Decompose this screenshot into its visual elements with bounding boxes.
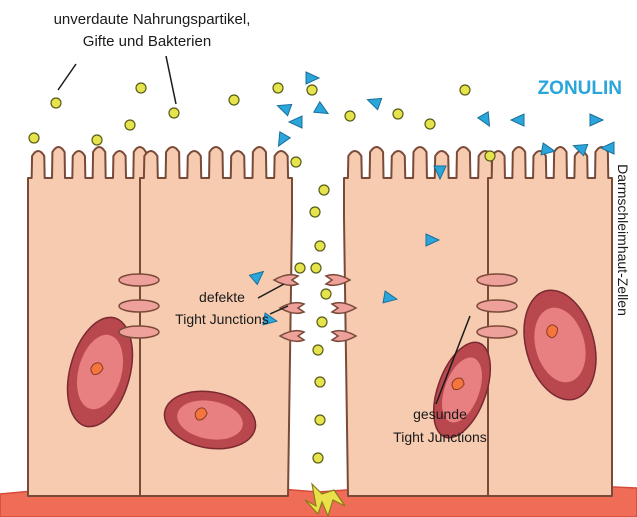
particle-25 <box>313 453 323 463</box>
leader-line-1 <box>58 64 76 90</box>
junction-left-2 <box>119 300 159 312</box>
zonulin-molecule-3 <box>314 102 331 119</box>
particle-11 <box>393 109 403 119</box>
particle-23 <box>315 377 325 387</box>
particle-13 <box>460 85 470 95</box>
particle-9 <box>307 85 317 95</box>
junction-right-1 <box>477 274 517 286</box>
leader-line-2 <box>166 56 176 104</box>
zonulin-molecule-6 <box>365 94 381 110</box>
particle-24 <box>315 415 325 425</box>
side-label: Darmschleimhaut-Zellen <box>615 164 631 316</box>
particle-5 <box>229 95 239 105</box>
particle-6 <box>273 83 283 93</box>
particle-4 <box>136 83 146 93</box>
particles-label-line2: Gifte und Bakterien <box>83 33 211 50</box>
zonulin-molecule-8 <box>511 114 524 126</box>
particle-10 <box>345 111 355 121</box>
zonulin-molecule-9 <box>590 114 603 126</box>
particle-20 <box>321 289 331 299</box>
junction-right-3 <box>477 326 517 338</box>
particles-label-line1: unverdaute Nahrungspartikel, <box>54 11 251 28</box>
particle-26 <box>311 263 321 273</box>
particle-3 <box>169 108 179 118</box>
defective-junctions-label-line1: defekte <box>199 289 245 305</box>
healthy-junctions-label-line1: gesunde <box>413 406 467 422</box>
cell-1 <box>28 147 150 496</box>
particle-19 <box>295 263 305 273</box>
zonulin-molecule-1 <box>306 72 319 84</box>
zonulin-molecule-4 <box>289 116 302 128</box>
zonulin-molecule-5 <box>273 132 290 149</box>
particle-8 <box>92 135 102 145</box>
zonulin-label: ZONULIN <box>538 78 622 99</box>
particle-15 <box>291 157 301 167</box>
junction-left-1 <box>119 274 159 286</box>
zonulin-molecule-2 <box>275 100 291 116</box>
junction-right-2 <box>477 300 517 312</box>
particle-17 <box>310 207 320 217</box>
defective-junctions-label-line2: Tight Junctions <box>175 311 269 327</box>
particle-21 <box>317 317 327 327</box>
particle-2 <box>125 120 135 130</box>
zonulin-molecule-7 <box>478 112 495 129</box>
particle-16 <box>319 185 329 195</box>
particle-12 <box>425 119 435 129</box>
junction-left-3 <box>119 326 159 338</box>
healthy-junctions-label-line2: Tight Junctions <box>393 429 487 445</box>
particle-14 <box>485 151 495 161</box>
particle-1 <box>51 98 61 108</box>
particle-22 <box>313 345 323 355</box>
particle-7 <box>29 133 39 143</box>
particle-18 <box>315 241 325 251</box>
